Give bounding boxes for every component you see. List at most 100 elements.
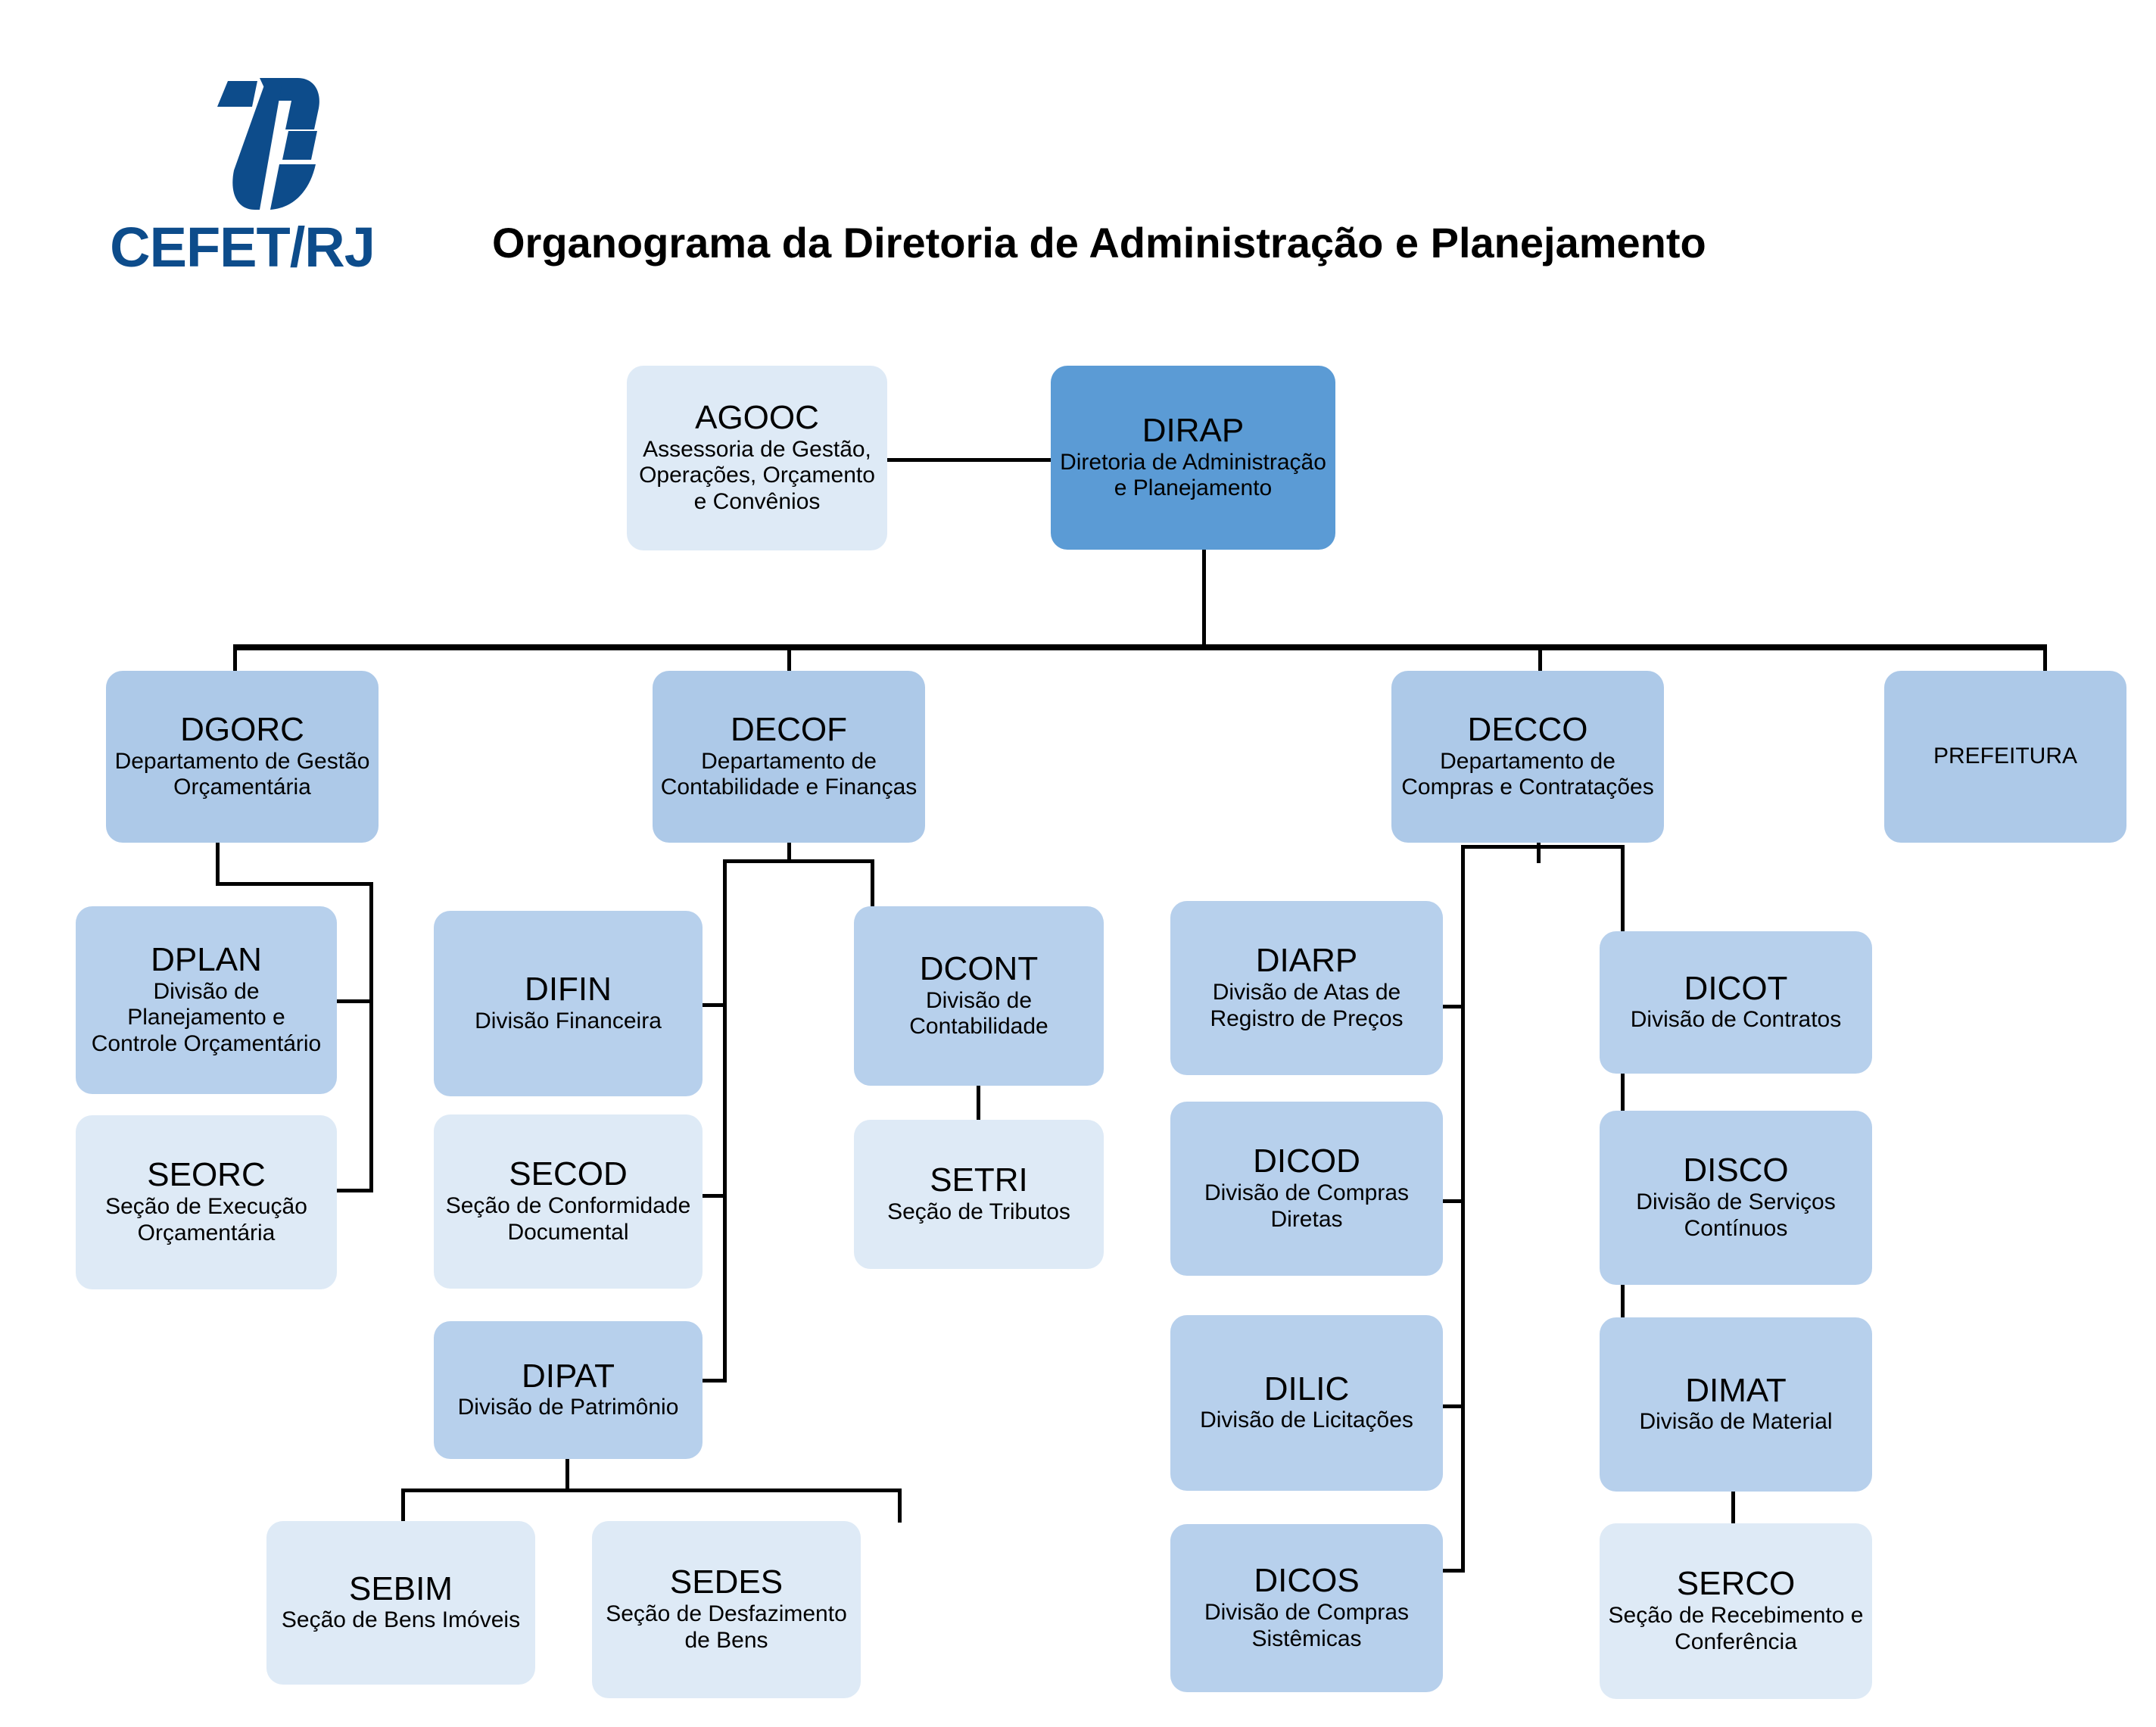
node-secod-acronym: SECOD: [509, 1155, 628, 1193]
node-serco-description: Seção de Recebimento e Conferência: [1608, 1603, 1864, 1654]
connector-decof-left-trunk: [723, 859, 727, 1382]
connector-dipat-down: [565, 1457, 569, 1492]
connector-decco-dicod: [1423, 1199, 1465, 1203]
node-secod[interactable]: SECOD Seção de Conformidade Documental: [434, 1114, 703, 1289]
node-setri-description: Seção de Tributos: [887, 1199, 1070, 1224]
node-prefeitura[interactable]: PREFEITURA: [1884, 671, 2126, 843]
node-dicot[interactable]: DICOT Divisão de Contratos: [1600, 931, 1872, 1074]
node-decco-description: Departamento de Compras e Contratações: [1401, 748, 1654, 800]
node-difin-acronym: DIFIN: [525, 971, 612, 1008]
node-dplan-description: Divisão de Planejamento e Controle Orçam…: [91, 978, 322, 1057]
node-dilic[interactable]: DILIC Divisão de Licitações: [1170, 1315, 1443, 1491]
node-setri-acronym: SETRI: [930, 1161, 1028, 1199]
connector-dipat-sebim: [401, 1489, 405, 1523]
connector-decco-dicos: [1423, 1569, 1465, 1573]
connector-dirap-trunk: [1202, 549, 1206, 647]
logo-wordmark: CEFET/RJ: [110, 216, 375, 279]
node-prefeitura-label: PREFEITURA: [1933, 743, 2078, 769]
connector-dgorc-down: [216, 843, 220, 884]
node-decof[interactable]: DECOF Departamento de Contabilidade e Fi…: [653, 671, 925, 843]
node-dirap[interactable]: DIRAP Diretoria de Administração e Plane…: [1051, 366, 1335, 550]
node-dgorc-acronym: DGORC: [180, 710, 304, 748]
node-dipat[interactable]: DIPAT Divisão de Patrimônio: [434, 1321, 703, 1459]
node-sebim[interactable]: SEBIM Seção de Bens Imóveis: [266, 1521, 535, 1685]
connector-dgorc-trunk: [369, 882, 373, 1191]
node-dilic-description: Divisão de Licitações: [1200, 1407, 1413, 1433]
node-disco-acronym: DISCO: [1683, 1152, 1789, 1189]
connector-dirap-agooc: [884, 458, 1054, 462]
node-dirap-description: Diretoria de Administração e Planejament…: [1060, 449, 1326, 501]
node-dcont[interactable]: DCONT Divisão de Contabilidade: [854, 906, 1104, 1086]
connector-decco-down: [1537, 837, 1541, 863]
node-decco-acronym: DECCO: [1467, 710, 1588, 748]
node-sedes-description: Seção de Desfazimento de Bens: [606, 1601, 847, 1653]
node-decco[interactable]: DECCO Departamento de Compras e Contrata…: [1391, 671, 1664, 843]
node-dicos-description: Divisão de Compras Sistêmicas: [1204, 1600, 1410, 1651]
node-dimat[interactable]: DIMAT Divisão de Material: [1600, 1317, 1872, 1492]
node-serco-acronym: SERCO: [1676, 1565, 1796, 1603]
node-dimat-acronym: DIMAT: [1685, 1371, 1787, 1409]
connector-decof-difin: [685, 1003, 727, 1007]
node-dplan-acronym: DPLAN: [151, 940, 262, 978]
connector-decco-diarp: [1423, 1005, 1465, 1008]
connector-drop-decof: [787, 644, 791, 671]
node-dilic-acronym: DILIC: [1263, 1370, 1350, 1407]
node-dcont-description: Divisão de Contabilidade: [909, 987, 1048, 1040]
node-dicos[interactable]: DICOS Divisão de Compras Sistêmicas: [1170, 1524, 1443, 1692]
node-dicod[interactable]: DICOD Divisão de Compras Diretas: [1170, 1102, 1443, 1276]
connector-drop-decco: [1538, 644, 1542, 671]
node-sebim-description: Seção de Bens Imóveis: [281, 1607, 521, 1633]
connector-drop-prefeitura: [2043, 644, 2047, 671]
connector-decof-dipat: [685, 1379, 727, 1383]
node-dgorc-description: Departamento de Gestão Orçamentária: [114, 748, 370, 800]
node-agooc-description: Assessoria de Gestão, Operações, Orçamen…: [639, 436, 875, 515]
node-seorc[interactable]: SEORC Seção de Execução Orçamentária: [76, 1115, 337, 1289]
node-dcont-acronym: DCONT: [919, 949, 1039, 987]
node-sedes-acronym: SEDES: [669, 1563, 784, 1601]
node-sedes[interactable]: SEDES Seção de Desfazimento de Bens: [592, 1521, 861, 1698]
node-seorc-acronym: SEORC: [147, 1156, 266, 1194]
cefet-rj-logo: CEFET/RJ: [83, 72, 401, 299]
node-dipat-acronym: DIPAT: [521, 1357, 615, 1395]
node-dimat-description: Divisão de Material: [1639, 1409, 1833, 1435]
node-diarp-description: Divisão de Atas de Registro de Preços: [1210, 980, 1404, 1031]
connector-decco-dilic: [1423, 1404, 1465, 1408]
node-sebim-acronym: SEBIM: [349, 1570, 453, 1607]
node-disco-description: Divisão de Serviços Contínuos: [1636, 1189, 1836, 1241]
node-diarp[interactable]: DIARP Divisão de Atas de Registro de Pre…: [1170, 901, 1443, 1075]
node-agooc-acronym: AGOOC: [695, 398, 819, 436]
node-diarp-acronym: DIARP: [1255, 942, 1358, 980]
connector-dgorc-dplan: [332, 999, 373, 1003]
node-dicot-description: Divisão de Contratos: [1630, 1007, 1842, 1033]
node-dicod-acronym: DICOD: [1253, 1143, 1360, 1180]
node-dirap-acronym: DIRAP: [1142, 411, 1245, 449]
cefet-rj-logo-mark: [217, 78, 319, 210]
node-setri[interactable]: SETRI Seção de Tributos: [854, 1120, 1104, 1269]
node-secod-description: Seção de Conformidade Documental: [445, 1193, 691, 1245]
connector-decof-bar: [723, 859, 874, 863]
page-title: Organograma da Diretoria de Administraçã…: [492, 219, 1706, 267]
node-dicos-acronym: DICOS: [1254, 1562, 1360, 1600]
node-difin-description: Divisão Financeira: [475, 1008, 662, 1033]
connector-decof-secod: [685, 1194, 727, 1198]
connector-dcont-setri: [977, 1084, 980, 1122]
node-dipat-description: Divisão de Patrimônio: [457, 1395, 679, 1420]
connector-drop-dgorc: [233, 644, 237, 671]
connector-decco-left-trunk: [1461, 845, 1465, 1572]
node-difin[interactable]: DIFIN Divisão Financeira: [434, 911, 703, 1096]
node-dicot-acronym: DICOT: [1684, 969, 1788, 1007]
connector-dgorc-across: [216, 882, 372, 886]
connector-decco-bar: [1461, 845, 1625, 849]
connector-dipat-bar: [401, 1489, 901, 1492]
node-decof-description: Departamento de Contabilidade e Finanças: [660, 748, 918, 800]
connector-dgorc-seorc: [332, 1189, 373, 1192]
node-dplan[interactable]: DPLAN Divisão de Planejamento e Controle…: [76, 906, 337, 1094]
node-serco[interactable]: SERCO Seção de Recebimento e Conferência: [1600, 1523, 1872, 1699]
node-disco[interactable]: DISCO Divisão de Serviços Contínuos: [1600, 1111, 1872, 1285]
node-agooc[interactable]: AGOOC Assessoria de Gestão, Operações, O…: [627, 366, 887, 550]
connector-decof-down: [787, 839, 791, 862]
node-seorc-description: Seção de Execução Orçamentária: [105, 1194, 307, 1245]
connector-main-bar: [233, 644, 2047, 650]
node-dgorc[interactable]: DGORC Departamento de Gestão Orçamentári…: [106, 671, 379, 843]
